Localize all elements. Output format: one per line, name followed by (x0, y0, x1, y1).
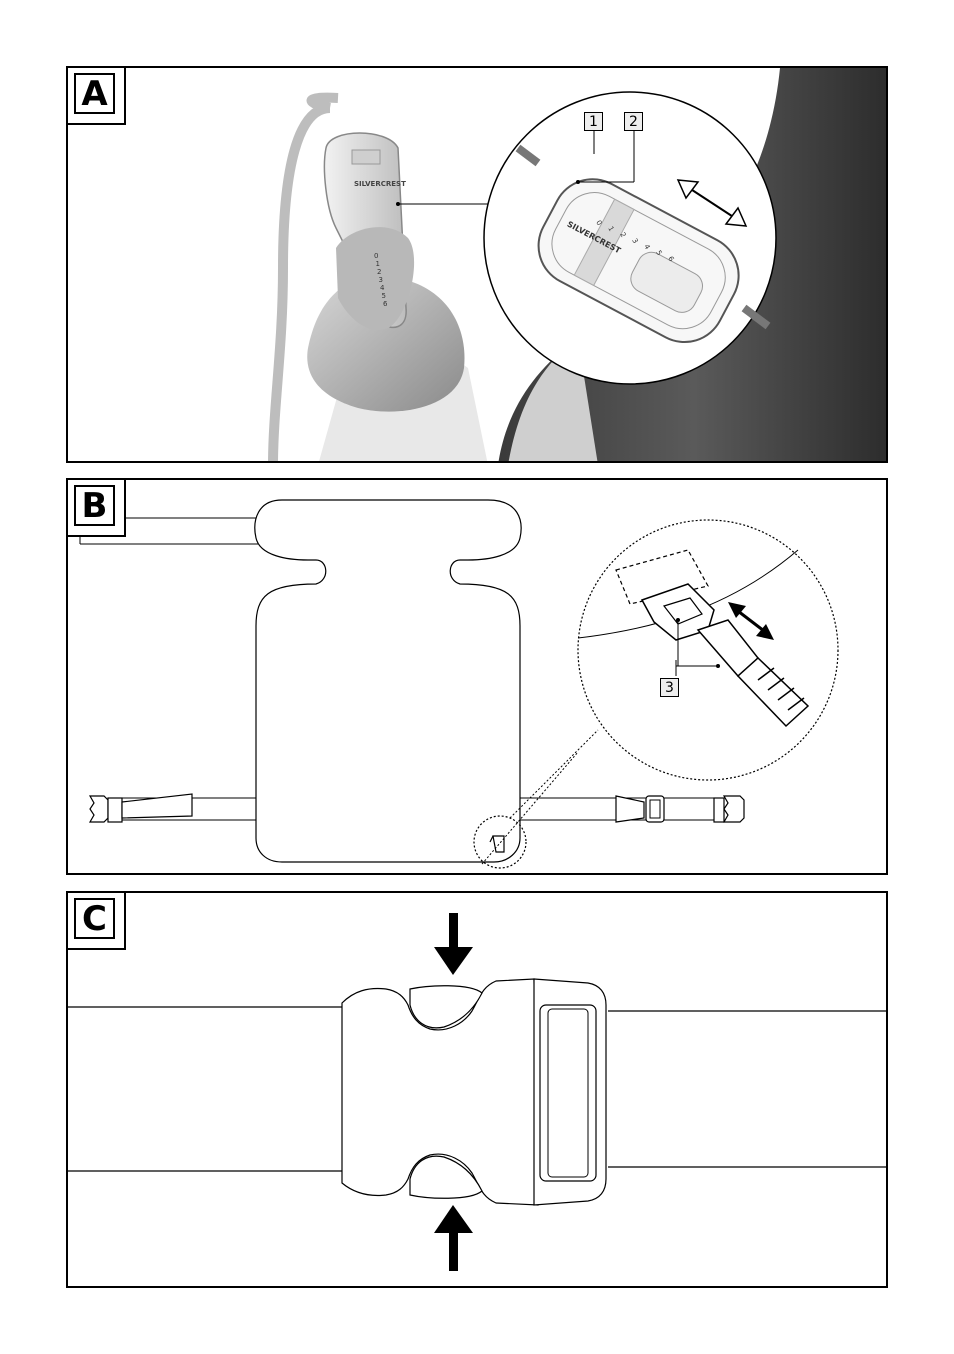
scale-digit-zoom: 1 (606, 225, 615, 233)
upper-prong (409, 985, 483, 1029)
left-strap (68, 1006, 383, 1172)
figure-panel-b: B (66, 478, 888, 875)
scale-digit: 4 (380, 284, 385, 292)
panel-letter-c: C (74, 898, 115, 939)
scale-digit-zoom: 3 (630, 237, 639, 245)
panel-label-b: B (68, 480, 126, 537)
press-up-arrow (434, 1205, 473, 1271)
panel-label-a: A (68, 68, 126, 125)
connector-plug (696, 619, 810, 728)
panel-letter-b: B (74, 485, 115, 526)
scale-digit: 5 (382, 292, 386, 300)
connect-double-arrow (728, 602, 774, 640)
scale-digit: 0 (374, 252, 378, 260)
slide-double-arrow (676, 179, 748, 227)
callout-3: 3 (660, 678, 679, 697)
socket-detail-marker (473, 815, 527, 869)
scale-digit-zoom: 2 (618, 231, 627, 239)
scale-digit-zoom: 5 (654, 249, 663, 257)
scale-digit-zoom: 4 (642, 243, 651, 251)
zoom-circle-socket (577, 519, 839, 781)
thumb-shape (336, 227, 415, 330)
scale-digit: 3 (379, 276, 383, 284)
scale-digit: 1 (376, 260, 380, 268)
panel-c-illustration (68, 913, 886, 1271)
panel-letter-a: A (74, 73, 115, 114)
zoomed-controller: SILVERCREST (537, 178, 740, 344)
callout-2: 2 (624, 112, 643, 131)
right-buckle (615, 795, 745, 823)
figure-panel-c: C (66, 891, 888, 1288)
scale-digit-zoom: 0 (594, 219, 603, 227)
scale-digit-zoom: 6 (666, 255, 675, 263)
controller-cable (268, 103, 331, 461)
scale-digit: 2 (377, 268, 381, 276)
lower-prong (409, 1155, 483, 1199)
heating-pad-outline (254, 499, 522, 863)
controller-brand-small: SILVERCREST (354, 180, 406, 188)
scale-digit: 6 (383, 300, 388, 308)
press-down-arrow (434, 913, 473, 975)
callout-1: 1 (584, 112, 603, 131)
panel-label-c: C (68, 893, 126, 950)
left-buckle (88, 793, 193, 823)
figure-panel-a: A (66, 66, 888, 463)
panel-b-illustration (79, 499, 839, 869)
